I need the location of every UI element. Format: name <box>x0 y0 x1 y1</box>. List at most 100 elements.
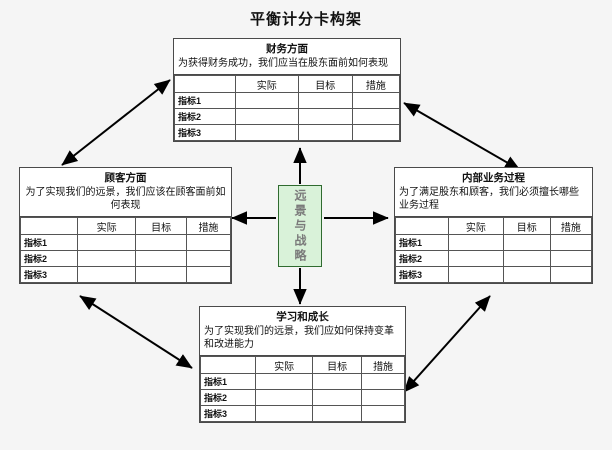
learning-description: 为了实现我们的远景，我们应如何保持变革和改进能力 <box>204 326 394 350</box>
row-label: 指标1 <box>174 92 236 109</box>
cell-actual[interactable] <box>76 234 137 251</box>
table-row: 指标3 <box>20 266 232 283</box>
arrow-customer-learning <box>79 295 193 369</box>
cell-target[interactable] <box>135 234 187 251</box>
header-cell-target: 目标 <box>297 75 353 93</box>
cell-actual[interactable] <box>76 266 137 283</box>
financial-title: 财务方面 <box>266 43 308 55</box>
cell-actual[interactable] <box>234 124 299 141</box>
customer-table[interactable]: 实际 目标 措施 指标1 指标2 指标3 <box>20 217 232 283</box>
cell-target[interactable] <box>135 250 187 267</box>
row-label: 指标1 <box>20 234 78 251</box>
header-cell-target: 目标 <box>312 356 363 374</box>
cell-actual[interactable] <box>447 250 504 267</box>
internal-title: 内部业务过程 <box>462 172 525 184</box>
cell-actual[interactable] <box>234 92 299 109</box>
row-label: 指标2 <box>199 389 257 406</box>
customer-description: 为了实现我们的远景，我们应该在顾客面前如何表现 <box>25 187 226 211</box>
arrow-financial-internal <box>403 102 521 171</box>
perspective-box-customer[interactable]: 顾客方面 为了实现我们的远景，我们应该在顾客面前如何表现 实际 目标 措施 指标… <box>19 167 232 284</box>
cell-measure[interactable] <box>549 266 593 283</box>
cell-measure[interactable] <box>351 92 401 109</box>
row-label: 指标2 <box>174 108 236 125</box>
header-cell-actual: 实际 <box>447 217 504 235</box>
page-title: 平衡计分卡构架 <box>249 11 362 28</box>
header-cell-actual: 实际 <box>255 356 314 374</box>
learning-table[interactable]: 实际 目标 措施 指标1 指标2 指标3 <box>199 356 405 422</box>
table-row: 指标1 <box>199 373 405 390</box>
table-header-row: 实际 目标 措施 <box>20 217 232 235</box>
row-label: 指标1 <box>199 373 257 390</box>
table-row: 指标1 <box>20 234 232 251</box>
vision-strategy-box[interactable]: 远景与战略 <box>278 185 322 267</box>
table-row: 指标1 <box>395 234 593 251</box>
cell-target[interactable] <box>297 124 353 141</box>
cell-target[interactable] <box>135 266 187 283</box>
cell-target[interactable] <box>502 250 551 267</box>
cell-measure[interactable] <box>185 266 232 283</box>
row-label: 指标3 <box>199 405 257 422</box>
cell-measure[interactable] <box>185 250 232 267</box>
cell-actual[interactable] <box>447 266 504 283</box>
perspective-box-learning[interactable]: 学习和成长 为了实现我们的远景，我们应如何保持变革和改进能力 实际 目标 措施 … <box>199 306 406 423</box>
header-cell-blank <box>395 217 449 235</box>
header-cell-actual: 实际 <box>234 75 299 93</box>
cell-measure[interactable] <box>361 405 405 422</box>
learning-header: 学习和成长 为了实现我们的远景，我们应如何保持变革和改进能力 <box>200 307 405 356</box>
internal-table[interactable]: 实际 目标 措施 指标1 指标2 指标3 <box>395 217 593 283</box>
row-label: 指标3 <box>20 266 78 283</box>
perspective-box-internal[interactable]: 内部业务过程 为了满足股东和顾客，我们必须擅长哪些业务过程 实际 目标 措施 指… <box>394 167 593 284</box>
cell-measure[interactable] <box>361 373 405 390</box>
table-row: 指标2 <box>20 250 232 267</box>
row-label: 指标1 <box>395 234 449 251</box>
table-header-row: 实际 目标 措施 <box>395 217 593 235</box>
header-cell-target: 目标 <box>502 217 551 235</box>
internal-header: 内部业务过程 为了满足股东和顾客，我们必须擅长哪些业务过程 <box>395 168 592 217</box>
customer-title: 顾客方面 <box>104 172 147 184</box>
header-cell-blank <box>20 217 78 235</box>
financial-description: 为获得财务成功，我们应当在股东面前如何表现 <box>178 58 388 69</box>
table-header-row: 实际 目标 措施 <box>199 356 405 374</box>
cell-measure[interactable] <box>351 108 401 125</box>
table-row: 指标3 <box>199 405 405 422</box>
header-cell-blank <box>199 356 257 374</box>
cell-actual[interactable] <box>234 108 299 125</box>
cell-target[interactable] <box>297 108 353 125</box>
cell-measure[interactable] <box>351 124 401 141</box>
header-cell-target: 目标 <box>135 217 187 235</box>
arrow-learning-internal <box>403 295 491 393</box>
vision-strategy-label: 远景与战略 <box>293 188 307 264</box>
table-row: 指标3 <box>174 124 401 141</box>
cell-target[interactable] <box>297 92 353 109</box>
table-row: 指标3 <box>395 266 593 283</box>
cell-actual[interactable] <box>255 373 314 390</box>
header-cell-measure: 措施 <box>185 217 232 235</box>
cell-target[interactable] <box>312 405 363 422</box>
cell-target[interactable] <box>312 373 363 390</box>
cell-target[interactable] <box>502 234 551 251</box>
table-row: 指标2 <box>174 108 401 125</box>
cell-target[interactable] <box>312 389 363 406</box>
row-label: 指标3 <box>174 124 236 141</box>
row-label: 指标2 <box>395 250 449 267</box>
cell-actual[interactable] <box>255 389 314 406</box>
cell-actual[interactable] <box>76 250 137 267</box>
cell-target[interactable] <box>502 266 551 283</box>
financial-header: 财务方面 为获得财务成功，我们应当在股东面前如何表现 <box>174 39 400 75</box>
cell-measure[interactable] <box>185 234 232 251</box>
financial-table[interactable]: 实际 目标 措施 指标1 指标2 指标3 <box>174 75 401 141</box>
cell-measure[interactable] <box>549 234 593 251</box>
cell-measure[interactable] <box>549 250 593 267</box>
internal-description: 为了满足股东和顾客，我们必须擅长哪些业务过程 <box>399 187 579 211</box>
perspective-box-financial[interactable]: 财务方面 为获得财务成功，我们应当在股东面前如何表现 实际 目标 措施 指标1 … <box>173 38 401 142</box>
cell-actual[interactable] <box>255 405 314 422</box>
table-header-row: 实际 目标 措施 <box>174 75 401 93</box>
row-label: 指标3 <box>395 266 449 283</box>
learning-title: 学习和成长 <box>276 311 329 323</box>
cell-measure[interactable] <box>361 389 405 406</box>
arrow-financial-customer <box>61 79 171 166</box>
table-row: 指标2 <box>199 389 405 406</box>
cell-actual[interactable] <box>447 234 504 251</box>
